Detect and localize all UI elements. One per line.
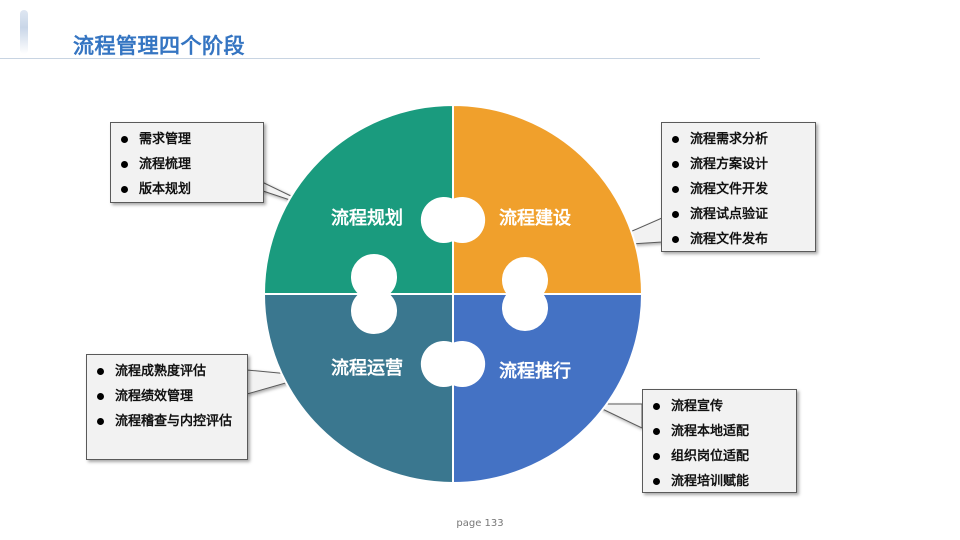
callout-list-planning: 需求管理流程梳理版本规划 (121, 127, 257, 202)
page-number: page 133 (456, 518, 504, 529)
title-accent-bar (20, 10, 28, 54)
callout-item-building: 流程文件发布 (672, 227, 809, 252)
callout-building: 流程需求分析流程方案设计流程文件开发流程试点验证流程文件发布 (661, 122, 816, 252)
callout-planning: 需求管理流程梳理版本规划 (110, 122, 264, 203)
callout-item-operation: 流程绩效管理 (97, 384, 241, 409)
callout-item-promotion: 流程本地适配 (653, 419, 790, 444)
callout-list-promotion: 流程宣传流程本地适配组织岗位适配流程培训赋能 (653, 394, 790, 494)
callout-promotion: 流程宣传流程本地适配组织岗位适配流程培训赋能 (642, 389, 797, 493)
callout-item-building: 流程方案设计 (672, 152, 809, 177)
callout-operation: 流程成熟度评估流程绩效管理流程稽查与内控评估 (86, 354, 248, 460)
page-title: 流程管理四个阶段 (73, 34, 245, 58)
callout-item-building: 流程需求分析 (672, 127, 809, 152)
callout-list-building: 流程需求分析流程方案设计流程文件开发流程试点验证流程文件发布 (672, 127, 809, 252)
title-divider (0, 58, 760, 59)
callout-item-building: 流程文件开发 (672, 177, 809, 202)
callout-item-building: 流程试点验证 (672, 202, 809, 227)
quadrant-label-operation: 流程运营 (331, 357, 403, 379)
quadrant-label-planning: 流程规划 (331, 207, 403, 229)
quadrant-promotion (452, 293, 644, 485)
quadrant-planning (262, 103, 454, 295)
quadrant-building (452, 103, 644, 295)
callout-item-promotion: 组织岗位适配 (653, 444, 790, 469)
callout-item-planning: 流程梳理 (121, 152, 257, 177)
callout-item-promotion: 流程宣传 (653, 394, 790, 419)
callout-item-operation: 流程成熟度评估 (97, 359, 241, 384)
callout-list-operation: 流程成熟度评估流程绩效管理流程稽查与内控评估 (97, 359, 241, 434)
callout-item-promotion: 流程培训赋能 (653, 469, 790, 494)
quadrant-label-building: 流程建设 (499, 207, 571, 229)
quadrant-operation (262, 293, 454, 485)
callout-item-planning: 需求管理 (121, 127, 257, 152)
quadrant-label-promotion: 流程推行 (499, 360, 571, 382)
callout-item-operation: 流程稽查与内控评估 (97, 409, 241, 434)
callout-item-planning: 版本规划 (121, 177, 257, 202)
